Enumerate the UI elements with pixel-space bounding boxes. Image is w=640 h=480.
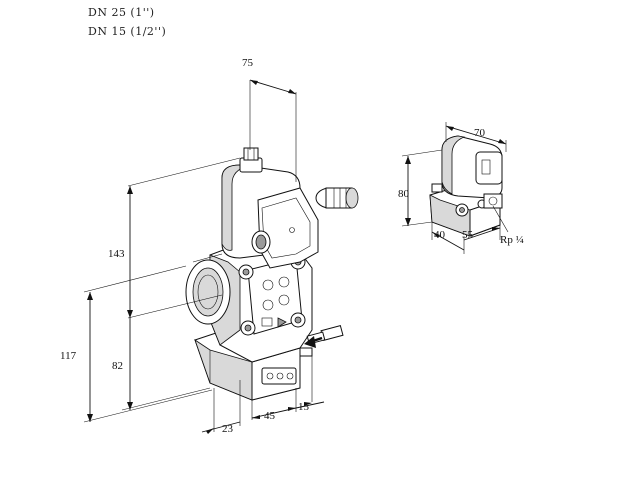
dim-height-lower: 82: [112, 360, 123, 372]
dim-detail-depth: 40: [434, 229, 446, 241]
actuator-housing: [221, 147, 319, 269]
dim-height-total: 117: [60, 350, 77, 362]
main-dimension-lines: [83, 79, 325, 434]
header-line-1: DN 25 (1''): [88, 6, 155, 19]
detail-dimension-lines: [401, 122, 509, 254]
test-nipple: [306, 324, 344, 345]
dim-top-width: 75: [242, 57, 254, 69]
inlet-port: [185, 253, 231, 325]
dim-width-side: 15: [298, 401, 310, 413]
header-line-2: DN 15 (1/2''): [88, 25, 167, 38]
dim-width-bottom: 45: [264, 410, 276, 422]
cable-gland: [315, 187, 359, 209]
dim-detail-width: 70: [474, 127, 486, 139]
dim-offset-bottom: 23: [222, 423, 234, 435]
flow-direction-arrow-icon: [304, 336, 323, 348]
main-valve-assembly: [185, 147, 359, 401]
dim-detail-thread: Rp ¼: [500, 234, 524, 246]
dim-detail-height: 80: [398, 188, 410, 200]
dim-detail-length: 55: [462, 229, 474, 241]
detail-valve-assembly: [429, 135, 503, 237]
dim-height-upper: 143: [108, 248, 125, 260]
